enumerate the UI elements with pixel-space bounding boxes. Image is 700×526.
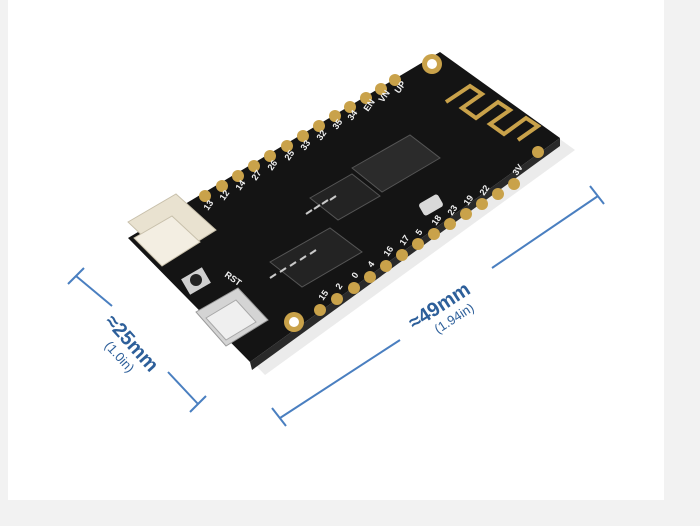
- pin-label: 26: [265, 158, 279, 172]
- pin-label: 27: [249, 168, 263, 182]
- antenna-trace: [444, 83, 542, 142]
- pin-label: 32: [314, 128, 328, 142]
- flash-chip: [309, 173, 381, 221]
- pin-pads-top: [199, 74, 401, 202]
- length-dim-cap-b: [589, 185, 605, 205]
- pin-label: 4: [365, 259, 376, 269]
- pin-label: 0: [349, 270, 360, 280]
- battery-connector: [127, 193, 217, 267]
- width-dim-cap-b: [189, 395, 207, 413]
- length-dim-cap-a: [271, 407, 287, 427]
- esp32-chip: [351, 134, 441, 193]
- width-dim-line-b: [167, 371, 199, 405]
- pin-label: 14: [233, 178, 247, 192]
- length-dim-line-a: [279, 339, 401, 419]
- length-dim-line-b: [491, 195, 599, 269]
- width-dimension: [67, 267, 207, 413]
- page-edge-bottom: [0, 500, 700, 526]
- pin-label: 35: [330, 117, 344, 131]
- pin-label: 34: [345, 108, 359, 122]
- pin-labels-top: UP VN EN 34 35 32 33 25 26 27 14 12 13: [201, 79, 407, 212]
- usb-connector: [195, 287, 269, 347]
- pin-label: 13: [201, 198, 215, 212]
- reset-button: [181, 267, 211, 295]
- pin-label: 23: [445, 203, 459, 217]
- pin-label: 22: [477, 183, 491, 197]
- pin-label: 15: [316, 288, 330, 302]
- page-edge-right: [664, 0, 700, 526]
- pin-label: 19: [461, 193, 475, 207]
- pin-label: 5: [413, 227, 424, 237]
- crystal: [419, 194, 443, 216]
- chip-legs: [269, 195, 337, 279]
- pin-label: 12: [217, 188, 231, 202]
- pin-labels-bottom: 3V 22 19 23 18 5 17 16 4 0 2 15 RST: [223, 162, 525, 302]
- mount-hole-right: [532, 146, 544, 158]
- width-dim-line-a: [75, 275, 113, 307]
- pin-label: 17: [397, 233, 411, 247]
- length-dimension: [271, 185, 605, 427]
- pin-label: 18: [429, 213, 443, 227]
- pin-label: 33: [298, 138, 312, 152]
- pin-pads-bottom: [314, 178, 520, 316]
- pin-label: 2: [333, 281, 344, 291]
- page-edge-left: [0, 0, 8, 500]
- pin-label: 25: [282, 148, 296, 162]
- regulator-chip: [269, 227, 363, 288]
- pin-label: 16: [381, 244, 395, 258]
- width-dim-cap-a: [67, 267, 85, 285]
